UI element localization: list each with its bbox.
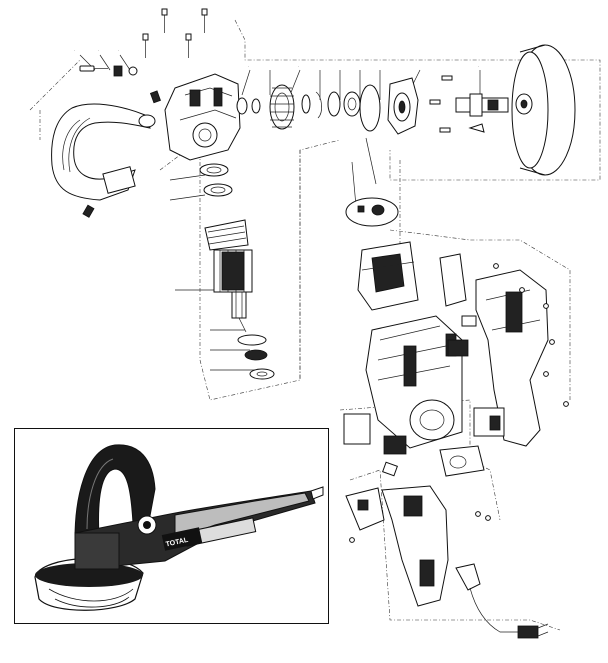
inset-body: TOTAL	[74, 486, 324, 570]
screw-3	[142, 33, 149, 58]
d-handle	[51, 103, 156, 201]
brush-plate	[345, 197, 399, 227]
housing-screws	[142, 8, 208, 58]
rear-handle-other-half	[345, 485, 491, 607]
stator	[357, 241, 419, 311]
bevel-gear	[269, 84, 295, 130]
speed-controller	[343, 253, 485, 477]
handle-fasteners	[79, 65, 161, 218]
svg-text:·: ·	[98, 48, 99, 53]
motor-housing	[365, 315, 463, 449]
screw-4	[185, 33, 192, 58]
rear-handle-half	[473, 269, 549, 447]
screw-2	[201, 8, 208, 33]
inset-brand-label: TOTAL	[165, 537, 189, 549]
svg-text:·: ·	[298, 64, 299, 69]
bearing-flange	[387, 77, 419, 135]
product-inset: TOTAL	[14, 428, 329, 624]
svg-text:·: ·	[478, 64, 479, 69]
armature	[204, 219, 275, 380]
gear-housing	[164, 73, 241, 161]
spindle-bearings	[199, 163, 233, 197]
handle-screws	[493, 263, 569, 407]
output-spindle	[455, 93, 509, 117]
part-number-labels: · · · · · ·	[74, 48, 479, 69]
guide-pins	[351, 137, 377, 207]
svg-text:·: ·	[118, 48, 119, 53]
spindle-train	[236, 75, 509, 135]
screw-1	[161, 8, 168, 33]
svg-text:·: ·	[74, 48, 75, 53]
inset-handle	[74, 444, 156, 540]
power-cord	[455, 563, 549, 639]
svg-text:·: ·	[248, 64, 249, 69]
polishing-pad	[511, 44, 576, 176]
part-number-leaders	[79, 54, 481, 371]
polisher-illustration: TOTAL	[34, 444, 324, 611]
